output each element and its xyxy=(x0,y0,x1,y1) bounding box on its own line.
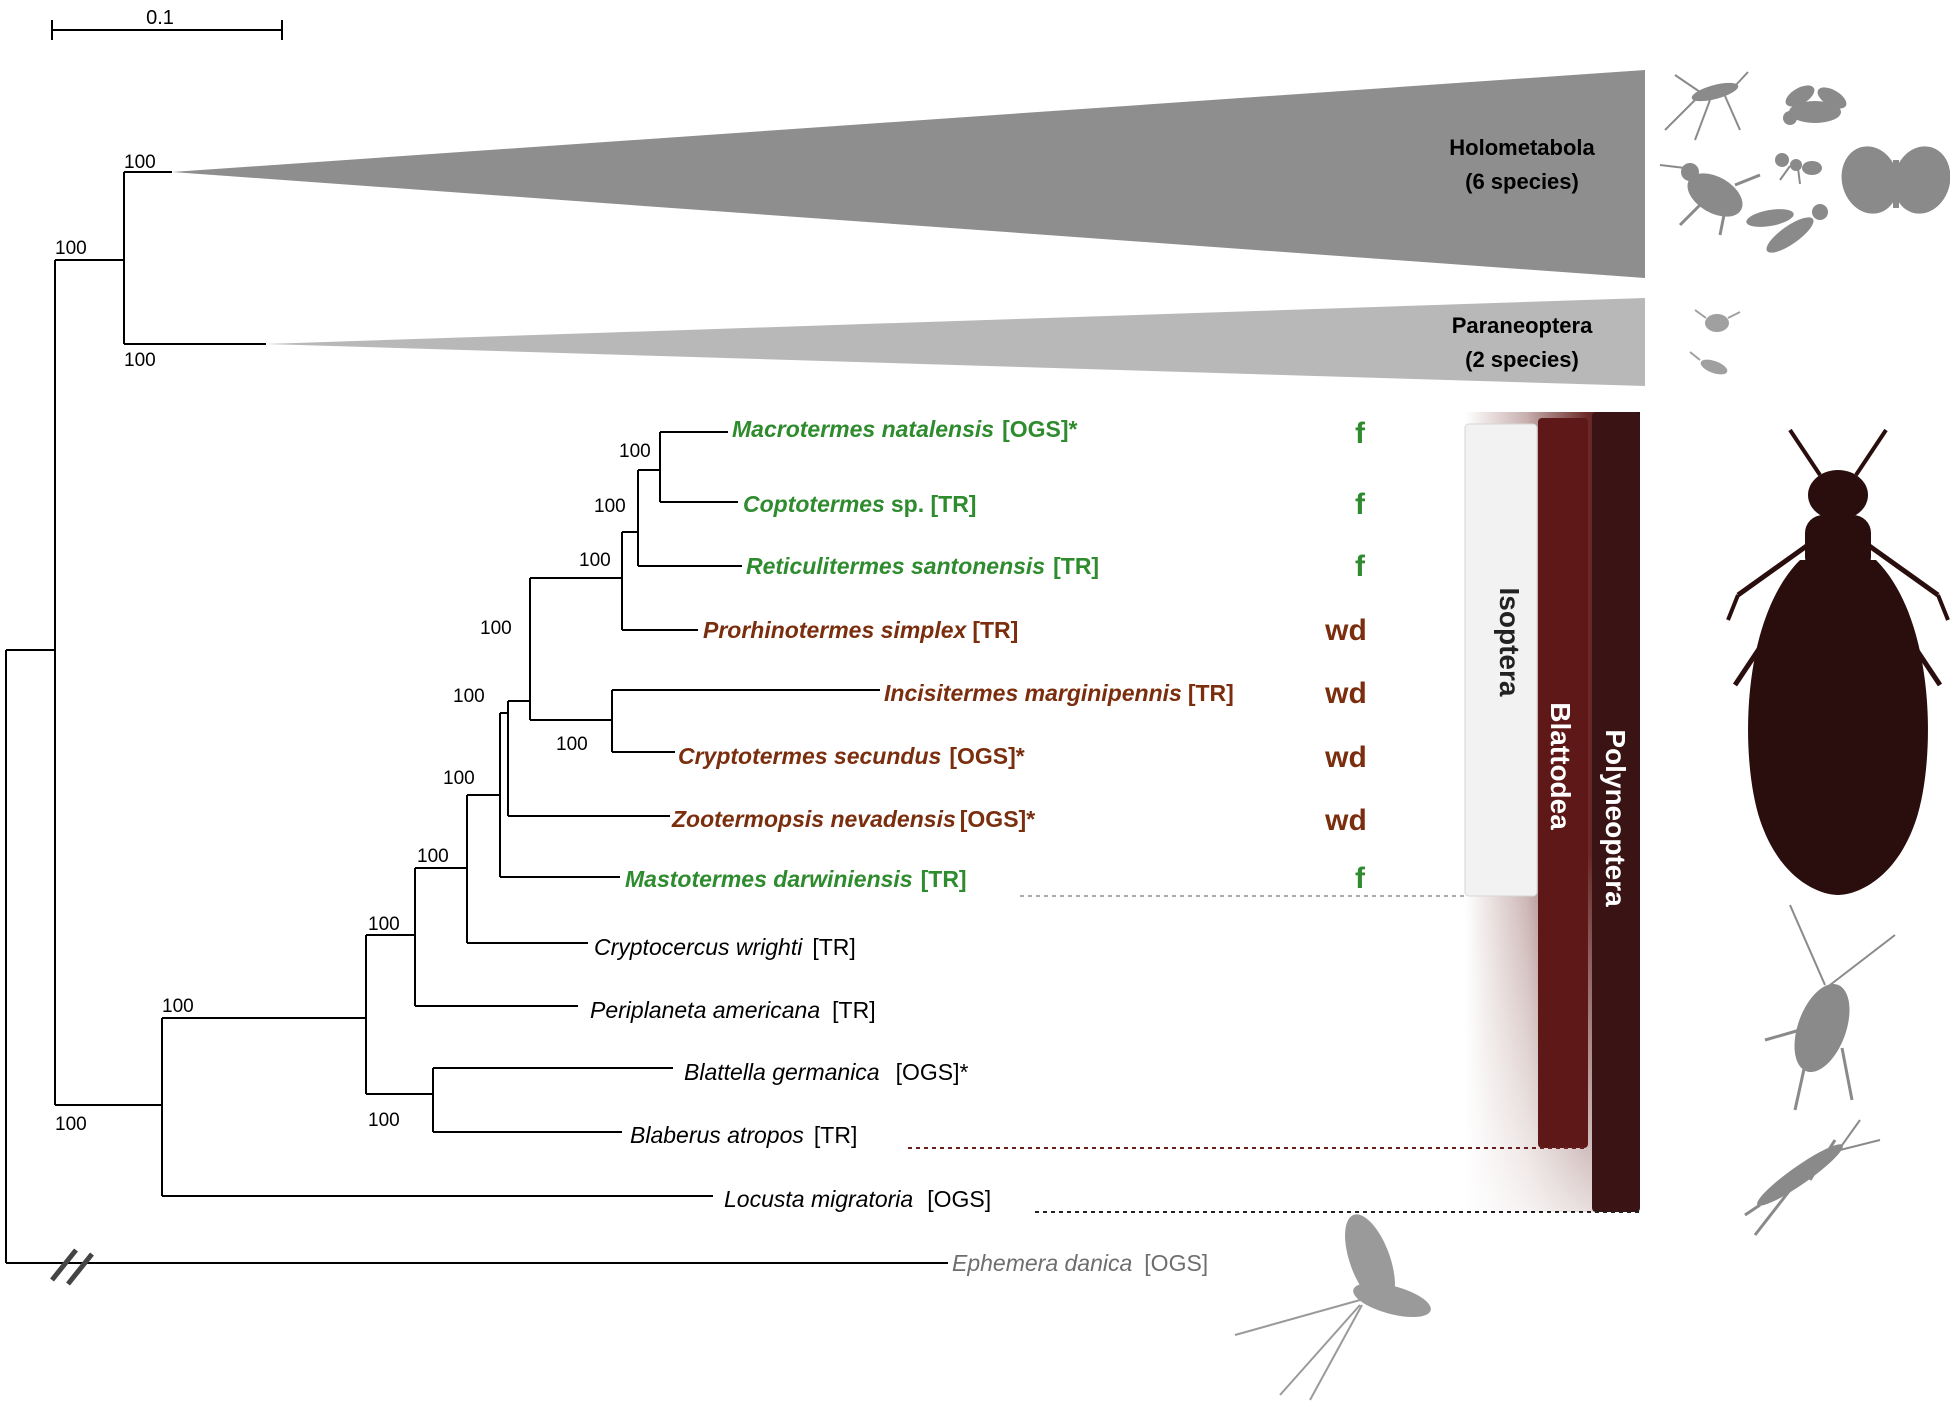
beetle-icon xyxy=(1659,163,1761,236)
taxon-label: Blattella germanica[OGS]* xyxy=(684,1059,969,1085)
trait-codes: f f f wd wd wd wd f xyxy=(1324,417,1367,895)
tree-branches xyxy=(5,171,948,1264)
scale-bar: 0.1 xyxy=(51,7,283,40)
support-value: 100 xyxy=(443,768,475,789)
support-value: 100 xyxy=(556,734,588,755)
trait-code: wd xyxy=(1324,614,1367,647)
taxon-label: Macrotermes natalensis[OGS]* xyxy=(732,416,1078,442)
paraneoptera-count: (2 species) xyxy=(1465,347,1579,372)
taxon-label: Reticulitermes santonensis[TR] xyxy=(746,553,1099,579)
taxon-labels: Macrotermes natalensis[OGS]* Coptotermes… xyxy=(590,416,1234,1276)
trait-code: f xyxy=(1355,550,1366,583)
trait-code: wd xyxy=(1324,804,1367,837)
grasshopper-icon xyxy=(1744,1119,1881,1236)
taxon-label: Blaberus atropos[TR] xyxy=(630,1122,857,1148)
holometabola-count: (6 species) xyxy=(1465,169,1579,194)
support-value: 100 xyxy=(579,550,611,571)
support-value: 100 xyxy=(124,350,156,371)
blattodea-bar xyxy=(1538,418,1588,1148)
holometabola-name: Holometabola xyxy=(1449,135,1595,160)
fly-icon xyxy=(1783,85,1847,125)
paraneoptera-triangle xyxy=(266,298,1645,386)
taxon-label: Mastotermes darwiniensis[TR] xyxy=(625,866,967,892)
taxon-label: Zootermopsis nevadensis[OGS]* xyxy=(671,806,1035,832)
aphid-icon xyxy=(1694,309,1741,332)
taxon-label: Cryptotermes secundus[OGS]* xyxy=(678,743,1025,769)
support-value: 100 xyxy=(55,238,87,259)
polyneoptera-label: Polyneoptera xyxy=(1600,729,1631,907)
trait-code: f xyxy=(1355,488,1366,521)
mayfly-icon xyxy=(1234,1214,1431,1401)
cockroach-icon xyxy=(1764,904,1896,1111)
taxon-label: Ephemera danica[OGS] xyxy=(952,1250,1208,1276)
trait-code: f xyxy=(1355,417,1366,450)
support-values: 100 100 100 100 100 100 100 100 100 100 … xyxy=(55,152,651,1135)
taxon-label: Cryptocercus wrighti[TR] xyxy=(594,934,856,960)
isoptera-label: Isoptera xyxy=(1494,588,1525,697)
support-value: 100 xyxy=(480,618,512,639)
mosquito-icon xyxy=(1664,71,1749,141)
support-value: 100 xyxy=(368,914,400,935)
polyneoptera-bar xyxy=(1592,412,1640,1212)
trait-code: wd xyxy=(1324,677,1367,710)
support-value: 100 xyxy=(594,496,626,517)
wasp-icon xyxy=(1746,204,1828,253)
support-value: 100 xyxy=(619,441,651,462)
support-value: 100 xyxy=(162,996,194,1017)
trait-code: f xyxy=(1355,862,1366,895)
clade-brackets: Isoptera Blattodea Polyneoptera xyxy=(1464,412,1640,1212)
paraneoptera-name: Paraneoptera xyxy=(1452,313,1593,338)
taxon-label: Prorhinotermes simplex[TR] xyxy=(703,617,1018,643)
blattodea-label: Blattodea xyxy=(1545,702,1576,830)
branch-break-icon xyxy=(50,1248,94,1286)
taxon-label: Locusta migratoria[OGS] xyxy=(724,1186,991,1212)
holometabola-triangle xyxy=(172,70,1645,278)
termite-alate-icon xyxy=(1726,428,1950,895)
support-value: 100 xyxy=(55,1114,87,1135)
support-value: 100 xyxy=(368,1110,400,1131)
scale-bar-label: 0.1 xyxy=(146,7,174,29)
ant-icon xyxy=(1775,153,1822,185)
support-value: 100 xyxy=(453,686,485,707)
isoptera-bar xyxy=(1464,423,1538,897)
taxon-label: Incisitermes marginipennis[TR] xyxy=(884,680,1234,706)
taxon-label: Periplaneta americana[TR] xyxy=(590,997,876,1023)
trait-code: wd xyxy=(1324,741,1367,774)
support-value: 100 xyxy=(417,846,449,867)
thrips-icon xyxy=(1689,351,1728,375)
support-value: 100 xyxy=(124,152,156,173)
butterfly-icon xyxy=(1841,146,1950,214)
